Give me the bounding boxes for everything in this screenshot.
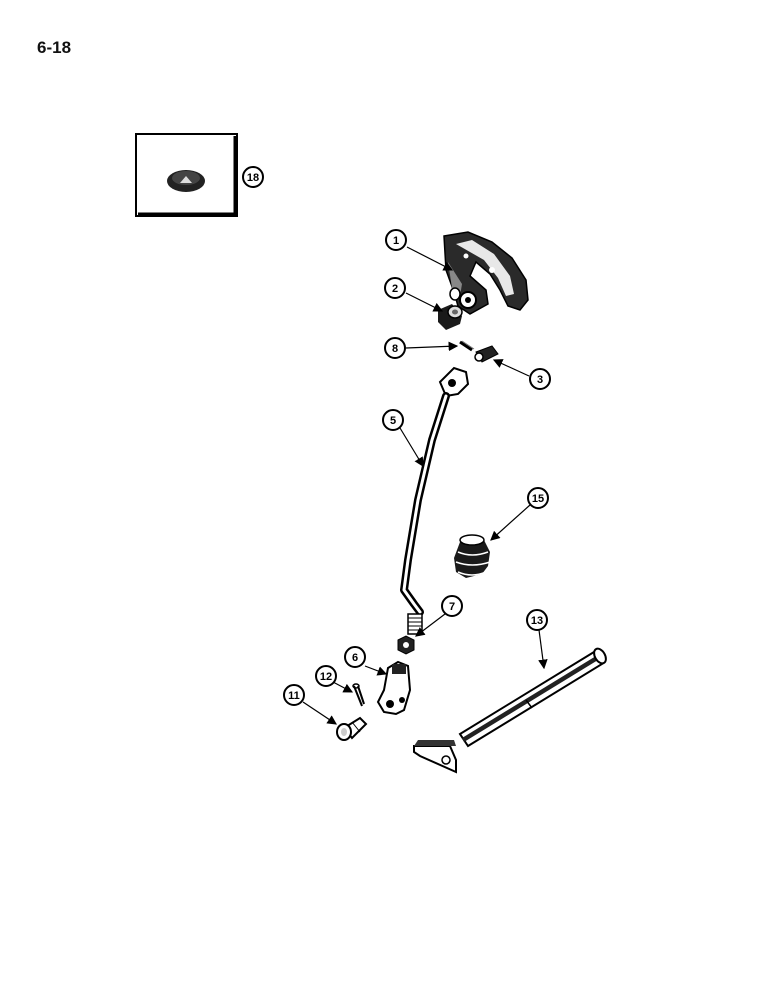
svg-text:2: 2 <box>392 283 398 295</box>
leader-lines <box>302 246 548 725</box>
callout-11: 11 <box>283 684 305 706</box>
pad-cap-part <box>167 170 205 192</box>
svg-text:18: 18 <box>247 172 259 184</box>
callout-18: 18 <box>242 166 264 188</box>
svg-text:15: 15 <box>532 493 544 505</box>
callout-2: 2 <box>384 277 406 299</box>
inset-box <box>135 133 238 217</box>
pedal-bracket-part <box>443 231 529 315</box>
svg-text:13: 13 <box>531 615 543 627</box>
svg-text:3: 3 <box>537 374 543 386</box>
svg-text:1: 1 <box>393 235 399 247</box>
svg-text:11: 11 <box>288 690 300 702</box>
nut-part <box>397 635 415 655</box>
callout-7: 7 <box>441 595 463 617</box>
callout-6: 6 <box>344 646 366 668</box>
callout-13: 13 <box>526 609 548 631</box>
svg-text:8: 8 <box>392 343 398 355</box>
svg-text:5: 5 <box>390 415 396 427</box>
callout-1: 1 <box>385 229 407 251</box>
callout-8: 8 <box>384 337 406 359</box>
clevis-pin-part <box>336 716 368 741</box>
cotter-pin-part <box>352 683 365 707</box>
callout-3: 3 <box>529 368 551 390</box>
boot-part <box>454 534 491 578</box>
svg-text:7: 7 <box>449 601 455 613</box>
bushing-part <box>438 304 463 330</box>
svg-text:12: 12 <box>320 671 332 683</box>
callout-12: 12 <box>315 665 337 687</box>
rod-thread <box>407 613 423 635</box>
clevis-part <box>376 660 412 716</box>
svg-text:6: 6 <box>352 652 358 664</box>
pin-part <box>474 345 499 363</box>
shaft-part <box>413 647 607 774</box>
callout-5: 5 <box>382 409 404 431</box>
rod-part <box>400 366 470 635</box>
callout-15: 15 <box>527 487 549 509</box>
page-number: 6-18 <box>37 38 72 57</box>
spring-pin-part <box>459 340 475 352</box>
